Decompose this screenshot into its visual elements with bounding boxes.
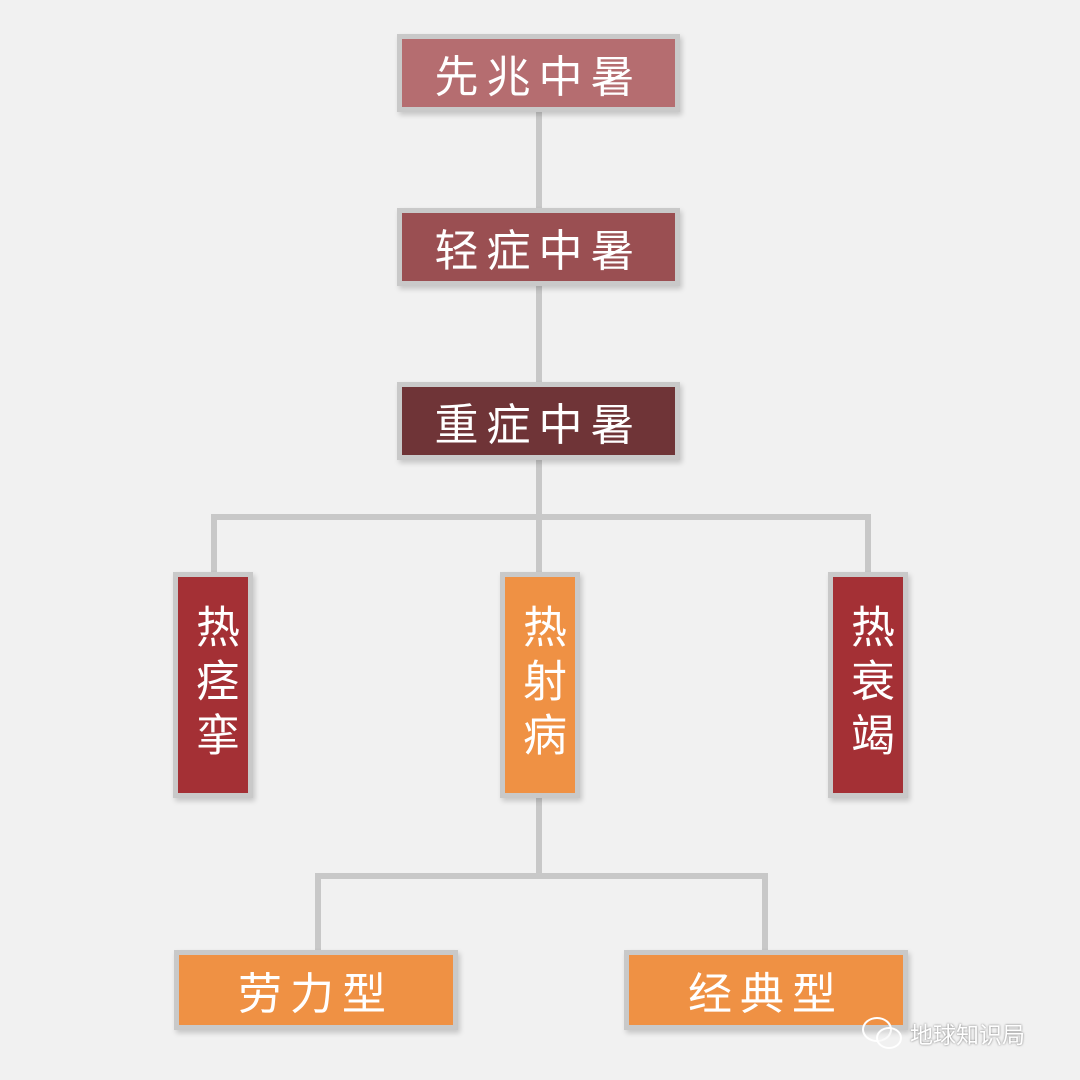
node-label: 经典型 <box>688 969 844 1020</box>
node-label: 热衰竭 <box>843 604 894 766</box>
node-label: 轻症中暑 <box>434 226 643 277</box>
node-exertional: 劳力型 <box>174 950 458 1030</box>
connector-to-heat-cramp <box>211 514 217 575</box>
node-heat-cramp: 热痉挛 <box>173 572 253 798</box>
node-label: 热射病 <box>515 604 566 766</box>
connector-to-heat-exhaustion <box>865 514 871 575</box>
connector-to-exertional <box>315 873 321 953</box>
node-prodromal: 先兆中暑 <box>397 34 680 112</box>
node-heat-stroke: 热射病 <box>500 572 580 798</box>
connector-to-classic <box>762 873 768 953</box>
node-label: 先兆中暑 <box>434 52 643 103</box>
connector-subtype-bar <box>315 873 768 879</box>
watermark-text: 地球知识局 <box>910 1023 1025 1049</box>
node-label: 热痉挛 <box>188 604 239 766</box>
node-severe: 重症中暑 <box>397 382 680 460</box>
node-label: 重症中暑 <box>434 400 643 451</box>
node-classic: 经典型 <box>624 950 908 1030</box>
watermark: 地球知识局 <box>862 1016 1025 1050</box>
connector-branch-bar <box>211 514 871 520</box>
connector-prodromal-mild <box>536 110 542 208</box>
node-label: 劳力型 <box>238 969 394 1020</box>
node-heat-exhaustion: 热衰竭 <box>828 572 908 798</box>
node-mild: 轻症中暑 <box>397 208 680 286</box>
connector-heat-stroke-trunk <box>536 795 542 875</box>
wechat-icon <box>862 1017 904 1049</box>
connector-mild-severe <box>536 284 542 382</box>
